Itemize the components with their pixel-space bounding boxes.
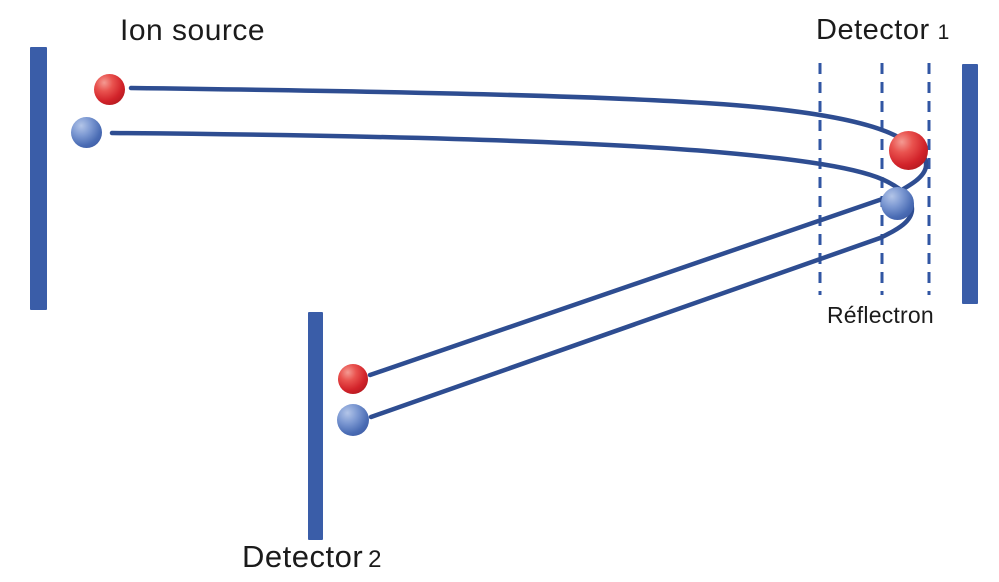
reflectron-label-text: Réflectron: [827, 302, 934, 328]
red-ion-at-reflectron-icon: [889, 131, 928, 170]
red-ion-at-detector2-icon: [338, 364, 368, 394]
blue-ion-at-reflectron-icon: [881, 187, 914, 220]
blue-ion-at-detector2-icon: [337, 404, 369, 436]
detector-1-label-text: Detector: [816, 14, 930, 46]
detector-2-label-text: Detector: [242, 539, 364, 574]
detector-1-label: Detector 1: [816, 14, 950, 47]
ion-source-label: Ion source: [120, 14, 265, 48]
detector-2-plate: [308, 312, 323, 540]
detector-2-label: Detector 2: [242, 539, 382, 575]
detector-1-plate: [962, 64, 978, 304]
blue-ion-at-source-icon: [71, 117, 102, 148]
detector-2-label-number: 2: [368, 546, 383, 573]
ion-source-plate: [30, 47, 47, 310]
detector-1-label-number: 1: [937, 21, 950, 44]
blue-ion-trajectory: [109, 130, 915, 420]
red-ion-at-source-icon: [94, 74, 125, 105]
reflectron-label: Réflectron: [827, 302, 934, 329]
red-ion-trajectory: [128, 85, 929, 378]
ion-source-label-text: Ion source: [120, 14, 266, 47]
